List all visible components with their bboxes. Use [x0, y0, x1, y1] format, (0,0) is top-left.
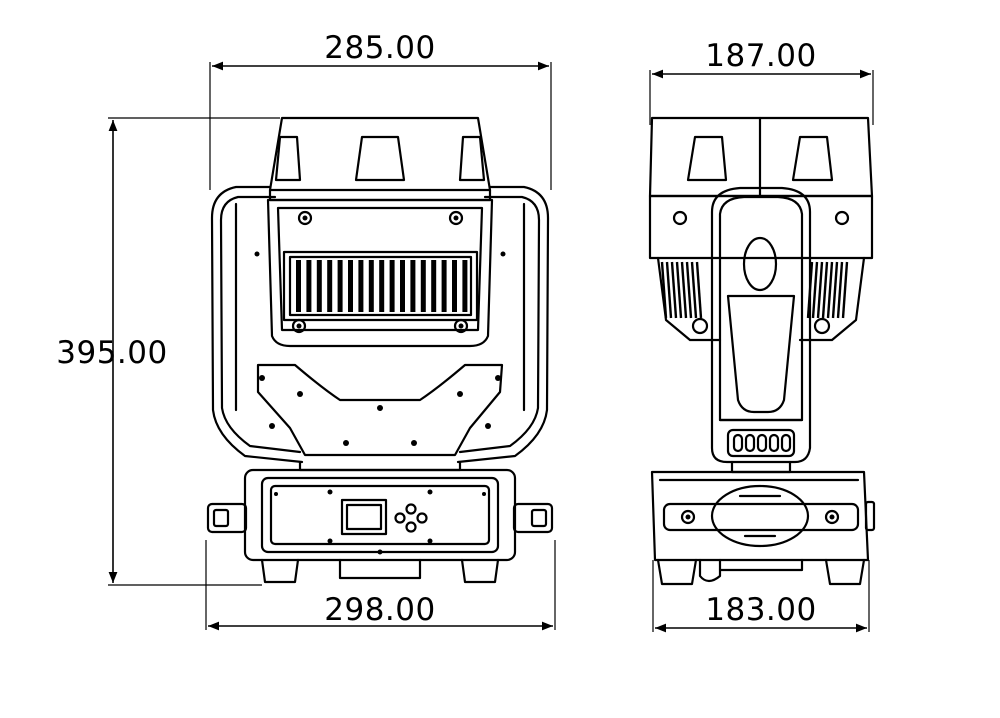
- dimension-front-height: 395.00: [56, 117, 280, 586]
- front-control-panel: [274, 489, 486, 555]
- front-handle-right: [512, 502, 554, 534]
- grille-bar: [462, 260, 468, 312]
- dimension-label-front-top: 285.00: [324, 30, 435, 66]
- cooling-fin: [811, 261, 819, 319]
- front-head-top: [268, 116, 492, 202]
- cooling-fin: [821, 261, 829, 319]
- side-vent-slots: [726, 428, 796, 458]
- front-head-body: [266, 198, 494, 348]
- grille-bar: [306, 260, 312, 312]
- dimension-label-front-bottom: 298.00: [324, 592, 435, 628]
- grille-bar: [420, 260, 426, 312]
- enter-button-icon: [405, 521, 417, 533]
- grille-bar: [452, 260, 457, 312]
- cooling-fin: [836, 261, 844, 319]
- side-head: [648, 116, 874, 342]
- cooling-fin: [816, 261, 824, 319]
- cooling-fin: [680, 261, 688, 319]
- dimension-front-top: 285.00: [209, 30, 552, 190]
- front-vent-right: [458, 135, 486, 182]
- side-vent-right: [791, 135, 834, 182]
- dimension-side-bottom: 183.00: [652, 560, 870, 633]
- grille-bar: [431, 260, 437, 312]
- cooling-fin: [826, 261, 834, 319]
- grille-bar: [296, 260, 301, 312]
- side-base: [650, 470, 876, 586]
- front-handle-left: [206, 502, 248, 534]
- grille-bar: [368, 260, 374, 312]
- cooling-fin: [670, 261, 678, 319]
- grille-bar: [337, 260, 343, 312]
- side-view: [648, 116, 876, 586]
- side-yoke-arm: [710, 186, 812, 474]
- side-vent-left: [686, 135, 728, 182]
- dimension-side-top: 187.00: [649, 38, 874, 125]
- grille-bar: [379, 260, 385, 312]
- cooling-fin: [660, 261, 668, 319]
- cooling-fin: [665, 261, 673, 319]
- lcd-display: [340, 498, 388, 536]
- grille-bar: [348, 260, 353, 312]
- side-handle: [662, 502, 860, 532]
- side-tilt-motor: [742, 236, 778, 292]
- front-vent-center: [354, 135, 406, 182]
- dimension-label-side-bottom: 183.00: [705, 592, 816, 628]
- cooling-fin: [841, 261, 849, 319]
- cooling-fin: [675, 261, 683, 319]
- menu-button-icon: [405, 503, 417, 515]
- dimension-label-side-top: 187.00: [705, 38, 816, 74]
- front-view: [206, 116, 554, 584]
- cooling-fin: [695, 261, 703, 319]
- grille-bar: [389, 260, 395, 312]
- front-base: [206, 460, 554, 584]
- cooling-fin: [831, 261, 839, 319]
- grille-bar: [441, 260, 447, 312]
- grille-bar: [327, 260, 333, 312]
- front-bracket-plate: [254, 251, 506, 457]
- grille-bar: [316, 260, 322, 312]
- front-grille: [282, 250, 479, 322]
- dimension-label-front-height: 395.00: [56, 335, 167, 371]
- front-yoke: [210, 185, 550, 464]
- right-button-icon: [416, 512, 428, 524]
- front-vent-left: [274, 135, 302, 182]
- grille-bar: [400, 260, 405, 312]
- cooling-fin: [690, 261, 698, 319]
- grille-bar: [358, 260, 364, 312]
- left-button-icon: [394, 512, 406, 524]
- grille-bar: [410, 260, 416, 312]
- dimension-front-bottom: 298.00: [205, 540, 556, 631]
- cooling-fin: [685, 261, 693, 319]
